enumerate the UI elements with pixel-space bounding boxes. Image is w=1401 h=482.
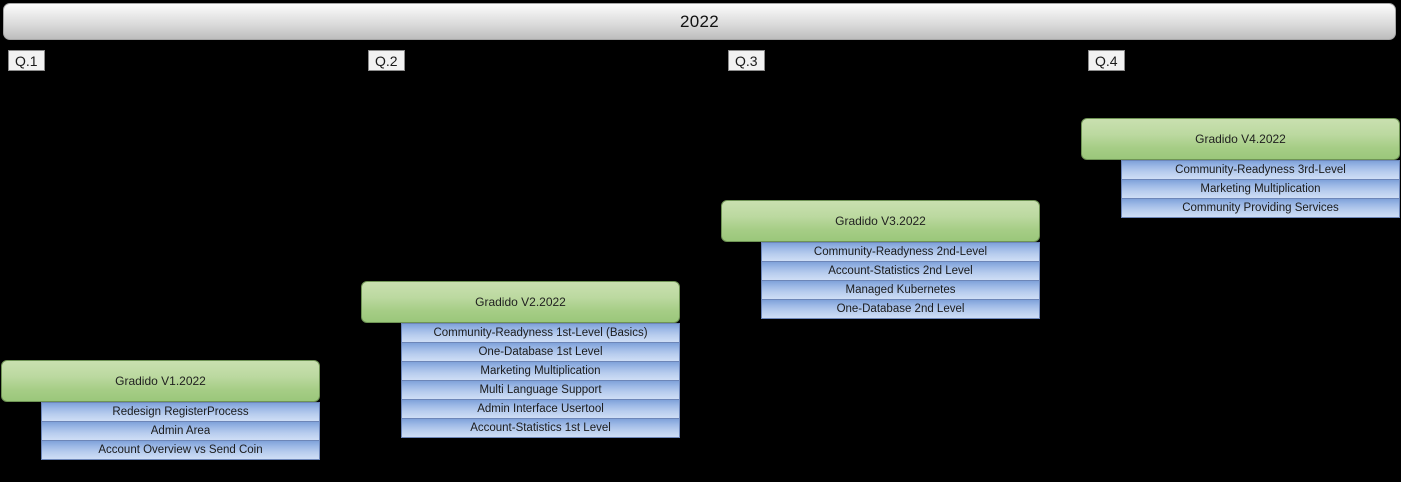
year-label: 2022 <box>679 11 720 31</box>
release-item[interactable]: Redesign RegisterProcess <box>41 402 320 422</box>
release-item-label: One-Database 2nd Level <box>836 303 965 315</box>
release-group-header-v4[interactable]: Gradido V4.2022 <box>1081 118 1400 160</box>
release-item-label: Marketing Multiplication <box>1200 183 1321 195</box>
release-item-label: Admin Area <box>150 425 211 437</box>
release-item[interactable]: Account Overview vs Send Coin <box>41 440 320 460</box>
release-group-header-v1[interactable]: Gradido V1.2022 <box>1 360 320 402</box>
release-group-title: Gradido V2.2022 <box>475 295 566 309</box>
release-item-label: Account Overview vs Send Coin <box>98 444 263 456</box>
release-item[interactable]: Multi Language Support <box>401 380 680 400</box>
release-item-label: Marketing Multiplication <box>480 365 601 377</box>
release-item[interactable]: One-Database 1st Level <box>401 342 680 362</box>
release-item-label: Redesign RegisterProcess <box>112 406 249 418</box>
quarter-label-2: Q.2 <box>368 50 405 71</box>
release-item-label: Community-Readyness 2nd-Level <box>813 246 988 258</box>
release-item[interactable]: Managed Kubernetes <box>761 280 1040 300</box>
release-item-label: Community Providing Services <box>1182 202 1339 214</box>
release-item-label: One-Database 1st Level <box>478 346 603 358</box>
release-item-label: Account-Statistics 1st Level <box>470 422 611 434</box>
release-item[interactable]: Community-Readyness 1st-Level (Basics) <box>401 323 680 343</box>
release-item-label: Account-Statistics 2nd Level <box>828 265 973 277</box>
release-item-label: Community-Readyness 1st-Level (Basics) <box>433 327 648 339</box>
release-item-label: Multi Language Support <box>479 384 602 396</box>
release-item[interactable]: One-Database 2nd Level <box>761 299 1040 319</box>
release-item[interactable]: Community-Readyness 3rd-Level <box>1121 160 1400 180</box>
release-item[interactable]: Account-Statistics 1st Level <box>401 418 680 438</box>
release-group-header-v3[interactable]: Gradido V3.2022 <box>721 200 1040 242</box>
release-item-label: Managed Kubernetes <box>845 284 956 296</box>
quarter-label-1: Q.1 <box>8 50 45 71</box>
release-group-items-v2: Community-Readyness 1st-Level (Basics) On… <box>401 323 680 438</box>
release-group-header-v2[interactable]: Gradido V2.2022 <box>361 281 680 323</box>
release-group-title: Gradido V4.2022 <box>1195 132 1286 146</box>
quarter-label-3: Q.3 <box>728 50 765 71</box>
release-item[interactable]: Marketing Multiplication <box>1121 179 1400 199</box>
release-item[interactable]: Admin Area <box>41 421 320 441</box>
timeline-year-header: 2022 <box>3 3 1396 40</box>
release-item-label: Community-Readyness 3rd-Level <box>1175 164 1346 176</box>
release-item[interactable]: Marketing Multiplication <box>401 361 680 381</box>
release-item[interactable]: Account-Statistics 2nd Level <box>761 261 1040 281</box>
release-item[interactable]: Community-Readyness 2nd-Level <box>761 242 1040 262</box>
release-item[interactable]: Community Providing Services <box>1121 198 1400 218</box>
release-item-label: Admin Interface Usertool <box>477 403 604 415</box>
release-item[interactable]: Admin Interface Usertool <box>401 399 680 419</box>
release-group-title: Gradido V3.2022 <box>835 214 926 228</box>
release-group-title: Gradido V1.2022 <box>115 374 206 388</box>
quarter-label-4: Q.4 <box>1088 50 1125 71</box>
